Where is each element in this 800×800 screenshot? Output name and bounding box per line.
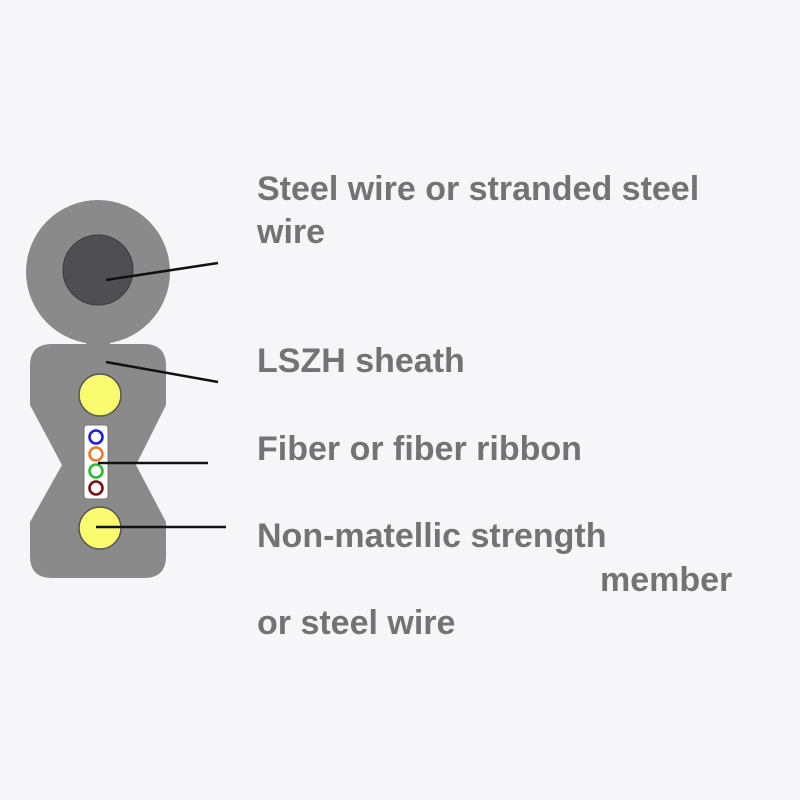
steel-wire — [62, 234, 134, 306]
label-sheath: LSZH sheath — [257, 342, 465, 380]
label-steel-wire-line-1: Steel wire or stranded steel — [257, 170, 700, 208]
fiber-blue — [88, 429, 104, 445]
leader-line-sheath — [105, 360, 219, 384]
label-strength-member-line-2: member — [600, 561, 733, 599]
label-fiber: Fiber or fiber ribbon — [257, 430, 582, 468]
label-strength-member-line-1: Non-matellic strength — [257, 517, 607, 555]
leader-line-steel-wire — [105, 261, 219, 282]
fiber-brown — [88, 480, 104, 496]
label-steel-wire-line-2: wire — [257, 213, 326, 251]
fiber-orange — [88, 446, 104, 462]
strength-member-top — [78, 373, 122, 417]
label-strength-member-line-3: or steel wire — [257, 604, 456, 642]
fiber-green — [88, 463, 104, 479]
